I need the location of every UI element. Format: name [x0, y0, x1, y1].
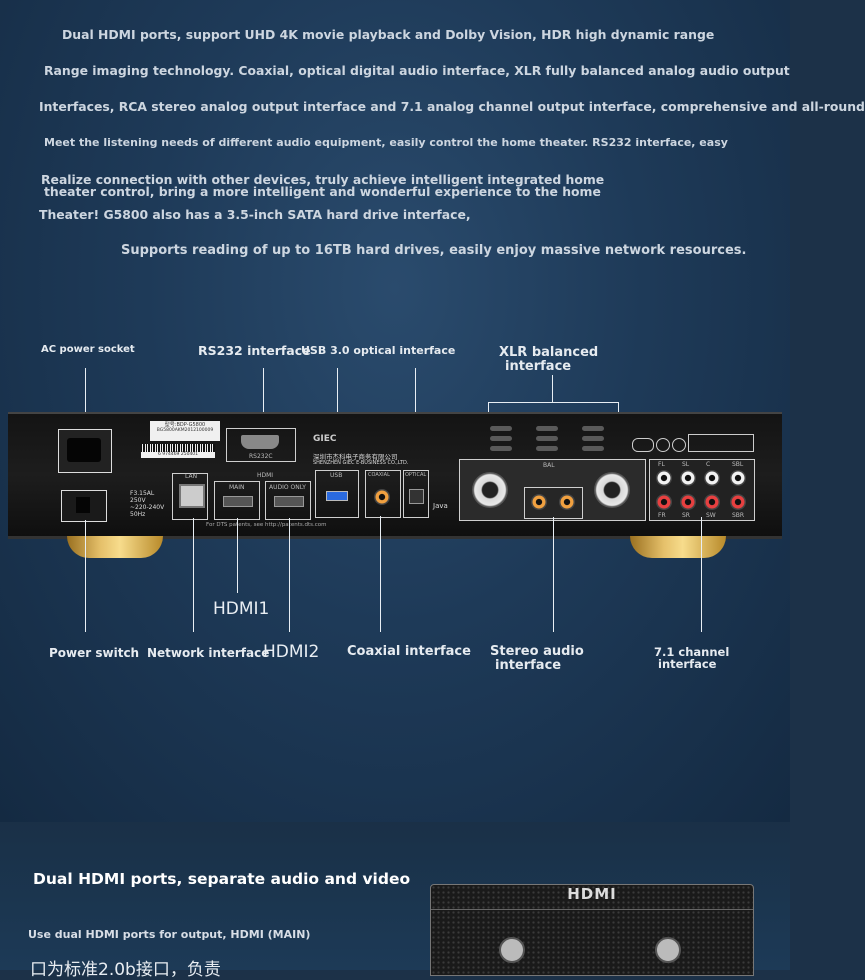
device-foot-left — [67, 536, 163, 558]
callout-hdmi2: HDMI2 — [263, 642, 320, 662]
ch71-block: FL SL C SBL FR SR SW SBR — [649, 459, 755, 521]
rs232-port: RS232C — [226, 428, 296, 462]
dts-note: For DTS patents, see http://patents.dts.… — [206, 522, 327, 528]
callout-xlr-line1: XLR balanced — [499, 345, 599, 360]
leader-line-power-switch — [85, 520, 86, 632]
power-switch — [61, 490, 107, 522]
leader-line-xlr — [552, 375, 553, 402]
intro-line-1: Dual HDMI ports, support UHD 4K movie pl… — [62, 27, 715, 42]
callout-network: Network interface — [147, 646, 270, 660]
barcode-sticker: 6 974469 250401 — [141, 444, 215, 458]
blu-ray-player-rear-panel: 型号:BDP-G5800 BG5800AKM2012100009 6 97446… — [8, 412, 782, 539]
ch71-label-top: SBL — [732, 461, 744, 468]
callout-power-switch: Power switch — [49, 646, 140, 660]
device-foot-right — [630, 536, 726, 558]
callout-hdmi1: HDMI1 — [213, 599, 270, 619]
leader-line-rs232 — [263, 368, 264, 428]
ch71-label-bottom: SR — [682, 512, 690, 519]
intro-line-6: theater control, bring a more intelligen… — [44, 184, 601, 199]
hdmi-main-port: MAIN — [214, 481, 260, 520]
callout-stereo-line1: Stereo audio — [490, 644, 584, 659]
rs232-label: RS232C — [249, 453, 273, 460]
leader-line-stereo — [553, 517, 554, 632]
section2-title: Dual HDMI ports, separate audio and vide… — [33, 870, 411, 888]
hdmi-main-label: MAIN — [229, 484, 245, 491]
cert-icon-2 — [672, 438, 686, 452]
callout-stereo-line2: interface — [495, 658, 562, 673]
section2-subtitle: Use dual HDMI ports for output, HDMI (MA… — [28, 928, 311, 941]
leader-line-hdmi2 — [289, 518, 290, 632]
hdmi-label: HDMI — [257, 472, 274, 479]
leader-line-network — [193, 518, 194, 632]
hdmi-group: HDMI — [211, 472, 315, 518]
lan-label: LAN — [185, 473, 198, 480]
java-logo: Java — [433, 502, 448, 510]
leader-line-ch71 — [701, 517, 702, 632]
lan-port: LAN — [172, 473, 208, 520]
ch71-label-top: C — [706, 461, 711, 468]
intro-line-5: Realize connection with other devices, t… — [41, 172, 605, 187]
usb-label: USB — [330, 472, 343, 479]
callout-ac-power: AC power socket — [41, 344, 135, 355]
intro-line-7: Theater! G5800 also has a 3.5-inch SATA … — [39, 207, 471, 222]
ch71-label-top: FL — [658, 461, 665, 468]
callout-rs232: RS232 interface — [198, 343, 311, 358]
stereo-rca-block — [524, 487, 583, 519]
company-cn: 深圳市杰科电子商务有限公司 — [313, 453, 398, 461]
screw-icon-2 — [655, 937, 681, 963]
coaxial-label: COAXIAL — [368, 472, 390, 478]
model-text: 型号:BDP-G5800 — [164, 422, 206, 428]
xlr-left-connector — [594, 472, 630, 508]
serial-text: BG5800AKM2012100009 — [156, 428, 214, 433]
top-background — [0, 0, 790, 822]
hdmi-audio-only-port: AUDIO ONLY — [265, 481, 311, 520]
optical-label: OPTICAL — [405, 472, 427, 478]
callout-ch71-line2: interface — [658, 657, 717, 671]
callout-xlr-line2: interface — [505, 359, 572, 374]
callout-ch71-line1: 7.1 channel — [654, 645, 730, 659]
company-en: SHENZHEN GIEC E-BUSINESS CO.,LTD. — [313, 460, 409, 466]
hdmi-logo: HDMI — [567, 885, 617, 903]
barcode-digits: 6 974469 250401 — [157, 452, 199, 457]
hdmi-audio-only-label: AUDIO ONLY — [269, 484, 306, 491]
screw-icon — [499, 937, 525, 963]
optical-port: OPTICAL — [403, 470, 429, 518]
coaxial-port: COAXIAL — [365, 470, 401, 518]
model-sticker: 型号:BDP-G5800 BG5800AKM2012100009 — [150, 421, 220, 441]
ccc-cert-icon — [632, 438, 654, 452]
cert-icon — [656, 438, 670, 452]
bal-label: BAL — [543, 462, 555, 469]
xlr-right-connector — [472, 472, 508, 508]
ch71-label-bottom: SBR — [732, 512, 745, 519]
leader-line-coaxial — [380, 516, 381, 632]
warning-label — [688, 434, 754, 452]
callout-usb-optical: USB 3.0 optical interface — [301, 344, 456, 357]
intro-line-4: Meet the listening needs of different au… — [44, 136, 728, 149]
ch71-label-bottom: FR — [658, 512, 666, 519]
intro-line-8: Supports reading of up to 16TB hard driv… — [121, 243, 747, 258]
section2-cn-text: 口为标准2.0b接口，负责 — [30, 960, 221, 980]
intro-line-3: Interfaces, RCA stereo analog output int… — [39, 99, 865, 114]
leader-bar-xlr — [488, 402, 618, 403]
intro-line-2: Range imaging technology. Coaxial, optic… — [44, 63, 790, 78]
leader-line-hdmi1 — [237, 518, 238, 593]
brand-logo: GIEC — [313, 434, 337, 444]
callout-coaxial: Coaxial interface — [347, 644, 471, 659]
hdmi-closeup-panel: HDMI — [430, 884, 754, 976]
ch71-label-top: SL — [682, 461, 690, 468]
ch71-label-bottom: SW — [706, 512, 716, 519]
ac-power-socket — [58, 429, 112, 473]
leader-line-ac — [85, 368, 86, 430]
power-rating: F3.15AL 250V ~220-240V 50Hz — [130, 490, 165, 518]
usb-port: USB — [315, 470, 359, 518]
